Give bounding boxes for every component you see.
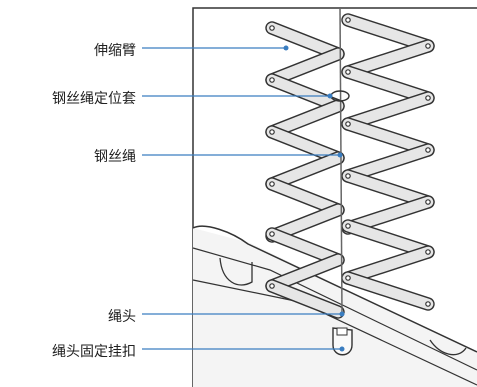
pivot-left-3 [269,181,275,187]
pivot-peak-5 [345,275,351,281]
pivot-left-1 [269,77,275,83]
pivot-left-2 [269,129,275,135]
pivot-right-3 [425,199,431,205]
pivot-peak-1 [345,69,351,75]
rail-top-edge [192,225,477,353]
pivot-right-5 [425,301,431,307]
wire-rope-line [339,7,343,316]
arm-left-down-5 [265,279,345,319]
pivot-right-2 [425,147,431,153]
label-wire-rope-sleeve: 钢丝绳定位套 [52,91,136,107]
leader-dot-rope-head-hook [339,346,345,352]
label-wire-rope: 钢丝绳 [94,149,136,165]
pivot-left-0 [269,25,275,31]
leader-dot-wire-rope-sleeve [327,93,333,99]
pivot-peak-3 [345,173,351,179]
rail-left-notch [219,257,253,286]
leader-dot-telescopic-arm [283,45,289,51]
label-rope-head-hook: 绳头固定挂扣 [52,344,136,360]
pivot-peak-0 [345,17,351,23]
label-rope-head: 绳头 [108,309,136,325]
pivot-right-4 [425,249,431,255]
pivot-left-5 [269,283,275,289]
leader-dot-rope-head [339,311,345,317]
pivot-right-0 [425,43,431,49]
rail-right-notch [429,339,467,356]
pivot-left-4 [269,231,275,237]
leader-dot-wire-rope [337,152,343,158]
pivot-peak-2 [345,121,351,127]
pivot-right-1 [425,95,431,101]
rope-head-hook-slot [336,327,348,336]
pivot-peak-4 [345,223,351,229]
label-telescopic-arm: 伸缩臂 [94,43,136,59]
rail-inner-edge [192,247,477,371]
